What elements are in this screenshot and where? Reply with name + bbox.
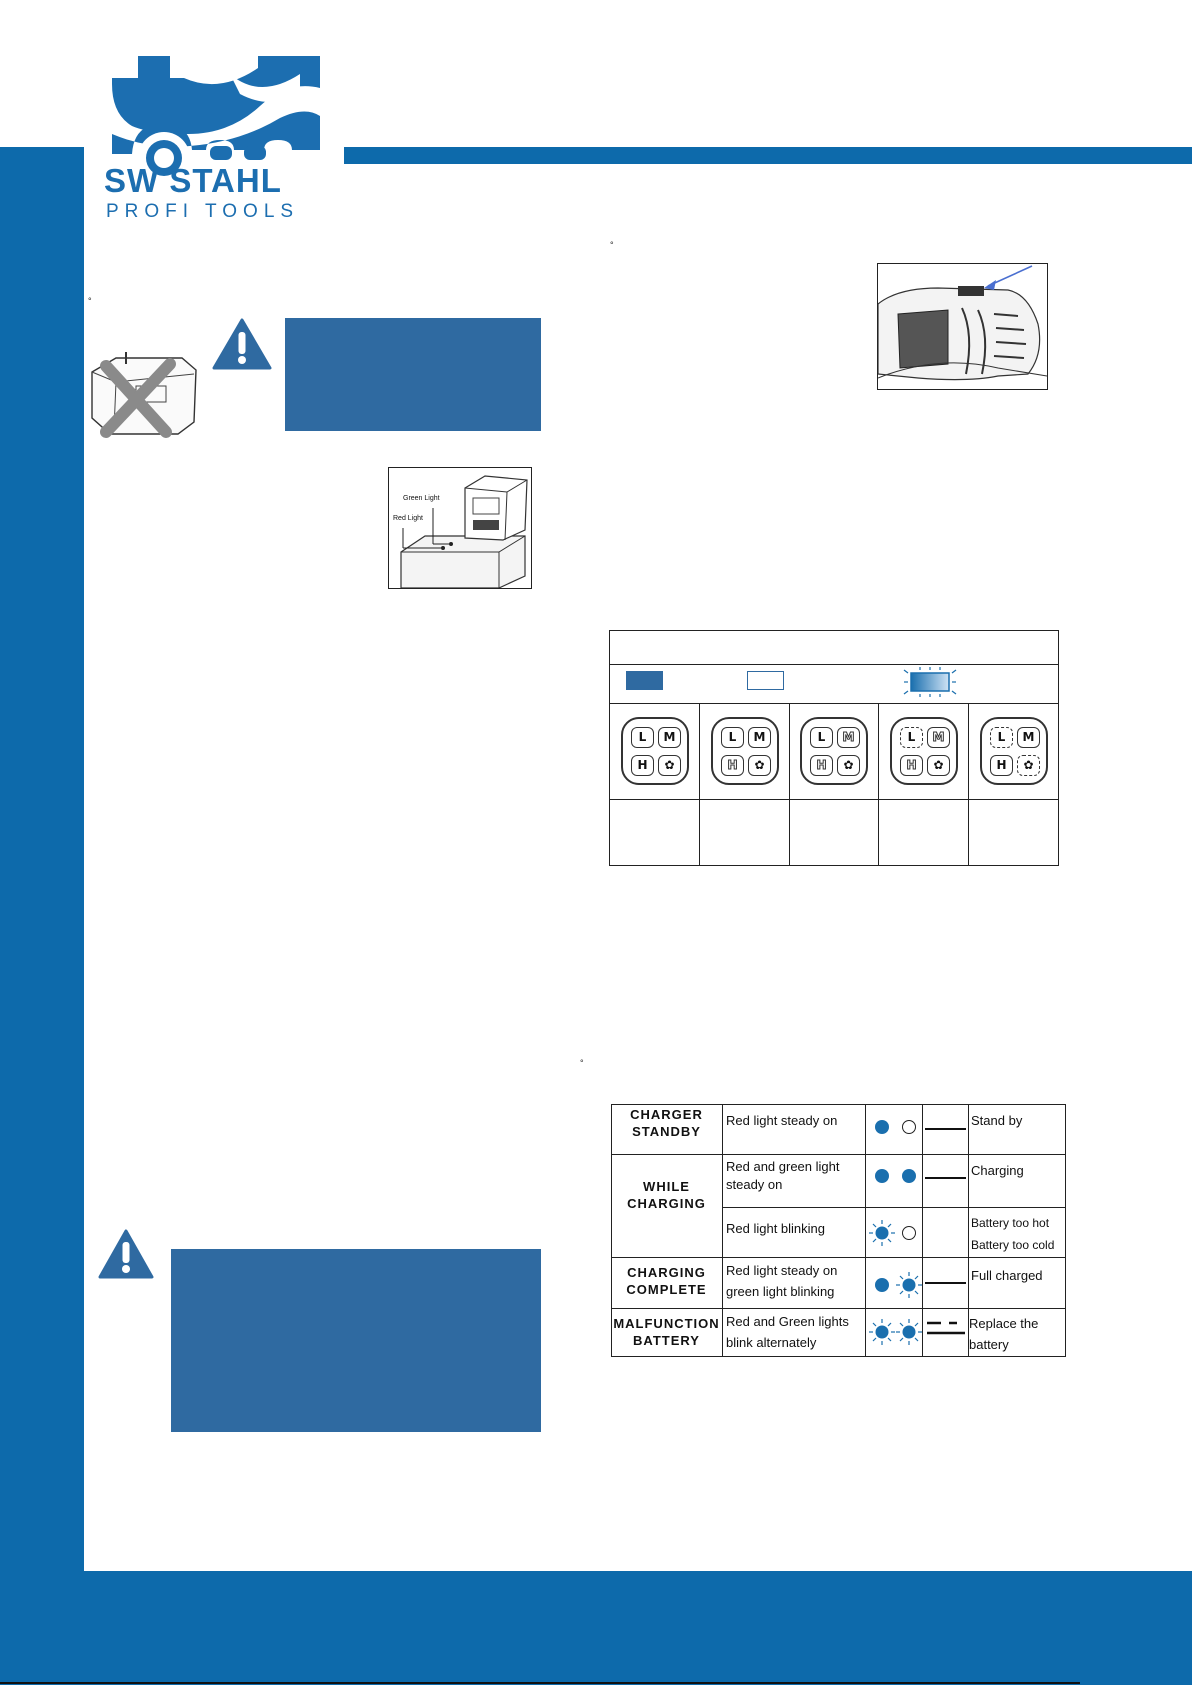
panel-rule [699, 703, 700, 865]
key-l: L [721, 727, 744, 748]
logo-mark-icon [112, 56, 320, 184]
drill-switch-figure [877, 263, 1048, 390]
degree-mark: ° [610, 240, 614, 250]
keypad-mode-1: L M H ✿ [621, 717, 689, 785]
brand-tagline: PROFI TOOLS [106, 201, 300, 222]
status-label: CHARGING COMPLETE [626, 1265, 707, 1297]
warning-triangle-icon [98, 1229, 154, 1279]
key-m-off: M [837, 727, 860, 748]
status-result: Full charged [971, 1268, 1043, 1283]
status-description: Red light blinking [726, 1221, 826, 1236]
key-l-blinking: L [990, 727, 1013, 748]
row-rule [611, 1257, 1066, 1258]
keypad-mode-2: L M H ✿ [711, 717, 779, 785]
steady-line-icon [925, 1128, 966, 1130]
charger-illustration-icon [400, 475, 528, 588]
status-result: Charging [971, 1163, 1024, 1178]
red-led-blinking-icon [869, 1220, 895, 1246]
degree-mark: ° [580, 1058, 584, 1068]
key-m-off: M [927, 727, 950, 748]
col-rule [865, 1104, 866, 1357]
status-label: MALFUNCTION BATTERY [613, 1316, 720, 1348]
key-m: M [658, 727, 681, 748]
panel-rule [610, 799, 1058, 800]
red-led-steady-icon [875, 1120, 889, 1134]
panel-rule [610, 664, 1058, 665]
status-description: Red light steady on green light blinking [726, 1263, 838, 1299]
status-description: Red and Green lights blink alternately [726, 1314, 849, 1350]
footer-band [84, 1571, 1192, 1685]
key-l: L [810, 727, 833, 748]
red-led-blinking-icon [869, 1319, 895, 1345]
notice-box-bottom [171, 1249, 541, 1432]
key-l: L [631, 727, 654, 748]
row-rule [611, 1308, 1066, 1309]
green-led-blinking-icon [896, 1272, 922, 1298]
keypad-mode-3: L M H ✿ [800, 717, 868, 785]
header-band [344, 147, 1192, 164]
red-light-label: Red Light [393, 515, 423, 522]
key-l-blinking: L [900, 727, 923, 748]
footer-rule [0, 1682, 1080, 1684]
status-label: WHILE CHARGING [627, 1179, 706, 1211]
keypad-mode-5: L M H ✿ [980, 717, 1048, 785]
legend-led-blinking [902, 667, 958, 697]
status-result: Stand by [971, 1113, 1023, 1128]
table-border [611, 1104, 1066, 1357]
row-rule [722, 1207, 1066, 1208]
red-led-steady-icon [875, 1169, 889, 1183]
row-rule [611, 1154, 1066, 1155]
steady-line-icon [925, 1282, 966, 1284]
status-description: Red light steady on [726, 1113, 838, 1128]
charger-status-table: CHARGER STANDBY Red light steady on Stan… [611, 1104, 1066, 1357]
key-h: H [631, 755, 654, 776]
legend-led-on [626, 671, 663, 690]
key-auto: ✿ [658, 755, 681, 776]
panel-rule [610, 703, 1058, 704]
key-h-off: H [900, 755, 923, 776]
status-result: Battery too hot Battery too cold [971, 1216, 1055, 1252]
green-led-steady-icon [902, 1169, 916, 1183]
legend-led-off [747, 671, 784, 690]
warning-triangle-icon [212, 318, 272, 370]
panel-rule [968, 703, 969, 865]
green-led-off-icon [902, 1120, 916, 1134]
brand-name: SW STAHL [104, 162, 282, 199]
mode-indicator-panel: L M H ✿ L M H ✿ L M H ✿ L M H ✿ L M H ✿ [609, 630, 1059, 866]
keypad-mode-4: L M H ✿ [890, 717, 958, 785]
panel-rule [878, 703, 879, 865]
steady-line-icon [925, 1177, 966, 1179]
drill-top-icon [878, 265, 1047, 381]
green-light-label: Green Light [403, 495, 440, 502]
notice-box-top [285, 318, 541, 431]
col-rule [968, 1104, 969, 1357]
green-led-blinking-icon [896, 1319, 922, 1345]
blinking-led-icon [903, 667, 957, 697]
alternate-blink-icon [927, 1318, 965, 1338]
key-h: H [990, 755, 1013, 776]
side-band [0, 147, 84, 1685]
key-m: M [1017, 727, 1040, 748]
key-auto-blinking: ✿ [1017, 755, 1040, 776]
brand-logo: SW STAHL PROFI TOOLS [104, 54, 322, 244]
status-description: Red and green light steady on [726, 1159, 840, 1192]
key-auto: ✿ [748, 755, 771, 776]
red-led-steady-icon [875, 1278, 889, 1292]
key-auto: ✿ [927, 755, 950, 776]
charger-lights-figure: Green Light Red Light [388, 467, 532, 589]
key-m: M [748, 727, 771, 748]
status-label: CHARGER STANDBY [630, 1107, 703, 1139]
status-result: Replace the battery [969, 1316, 1039, 1352]
no-battery-illustration [86, 352, 202, 438]
panel-rule [789, 703, 790, 865]
key-h-off: H [810, 755, 833, 776]
col-rule [922, 1104, 923, 1357]
key-h-off: H [721, 755, 744, 776]
degree-mark: ° [88, 296, 92, 306]
key-auto: ✿ [837, 755, 860, 776]
green-led-off-icon [902, 1226, 916, 1240]
col-rule [722, 1104, 723, 1357]
crossed-battery-icon [91, 352, 197, 438]
